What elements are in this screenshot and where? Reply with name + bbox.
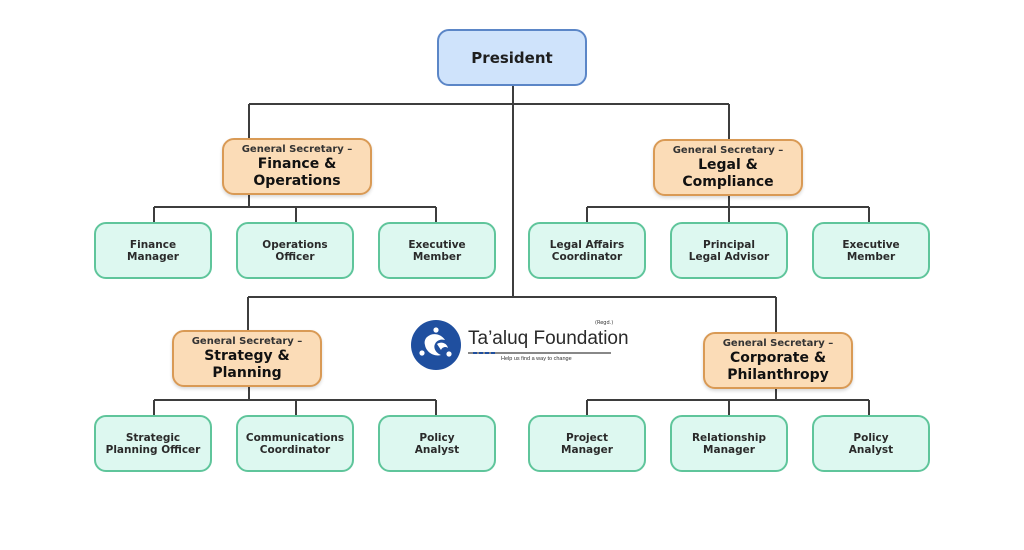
node-title-line2: Compliance — [682, 173, 774, 190]
node-secretary-finance: General Secretary – Finance & Operations — [222, 138, 372, 195]
member-line2: Analyst — [414, 443, 460, 456]
member-line1: Policy — [853, 431, 889, 444]
member-line2: Manager — [561, 443, 613, 456]
node-member: Strategic Planning Officer — [94, 415, 212, 472]
logo-rule-accent — [473, 352, 495, 354]
node-prefix: General Secretary – — [722, 337, 834, 349]
node-title: Finance & — [257, 155, 337, 172]
node-member: Project Manager — [528, 415, 646, 472]
member-line1: Operations — [262, 238, 328, 251]
logo-name: Ta’aluq Foundation — [468, 328, 629, 349]
node-title: Legal & — [698, 156, 758, 173]
node-president: President — [437, 29, 587, 86]
node-title: Corporate & — [729, 349, 827, 366]
logo-emblem-icon — [411, 320, 461, 370]
node-secretary-corporate: General Secretary – Corporate & Philanth… — [703, 332, 853, 389]
node-title-line2: Planning — [212, 364, 282, 381]
node-member: Legal Affairs Coordinator — [528, 222, 646, 279]
member-line2: Member — [846, 250, 896, 263]
node-member: Operations Officer — [236, 222, 354, 279]
member-line2: Coordinator — [259, 443, 331, 456]
logo-rule — [468, 352, 611, 354]
member-line1: Strategic — [125, 431, 181, 444]
member-line2: Manager — [127, 250, 179, 263]
member-line1: Executive — [842, 238, 900, 251]
logo-tagline: Help us find a way to change — [501, 356, 572, 362]
node-title: Strategy & — [204, 347, 290, 364]
member-line1: Relationship — [691, 431, 767, 444]
node-member: Relationship Manager — [670, 415, 788, 472]
member-line2: Member — [412, 250, 462, 263]
node-prefix: General Secretary – — [672, 144, 784, 156]
node-title-line2: Operations — [253, 172, 341, 189]
member-line1: Policy — [419, 431, 455, 444]
logo-regd: (Regd.) — [595, 320, 614, 326]
member-line1: Principal — [703, 238, 755, 251]
member-line1: Finance — [129, 238, 177, 251]
node-secretary-strategy: General Secretary – Strategy & Planning — [172, 330, 322, 387]
member-line1: Executive — [408, 238, 466, 251]
member-line2: Coordinator — [551, 250, 623, 263]
node-member: Finance Manager — [94, 222, 212, 279]
member-line1: Legal Affairs — [549, 238, 625, 251]
member-line2: Planning Officer — [105, 443, 201, 456]
member-line2: Manager — [703, 443, 755, 456]
member-line2: Legal Advisor — [688, 250, 770, 263]
node-prefix: General Secretary – — [191, 335, 303, 347]
foundation-logo: Ta’aluq Foundation (Regd.) Help us find … — [411, 320, 629, 372]
node-member: Policy Analyst — [812, 415, 930, 472]
node-prefix: General Secretary – — [241, 143, 353, 155]
member-line2: Analyst — [848, 443, 894, 456]
node-member: Communications Coordinator — [236, 415, 354, 472]
node-member: Executive Member — [812, 222, 930, 279]
node-member: Executive Member — [378, 222, 496, 279]
node-member: Policy Analyst — [378, 415, 496, 472]
node-member: Principal Legal Advisor — [670, 222, 788, 279]
member-line1: Communications — [245, 431, 345, 444]
node-title: President — [471, 48, 553, 67]
member-line2: Officer — [275, 250, 315, 263]
member-line1: Project — [565, 431, 609, 444]
node-secretary-legal: General Secretary – Legal & Compliance — [653, 139, 803, 196]
node-title-line2: Philanthropy — [727, 366, 829, 383]
